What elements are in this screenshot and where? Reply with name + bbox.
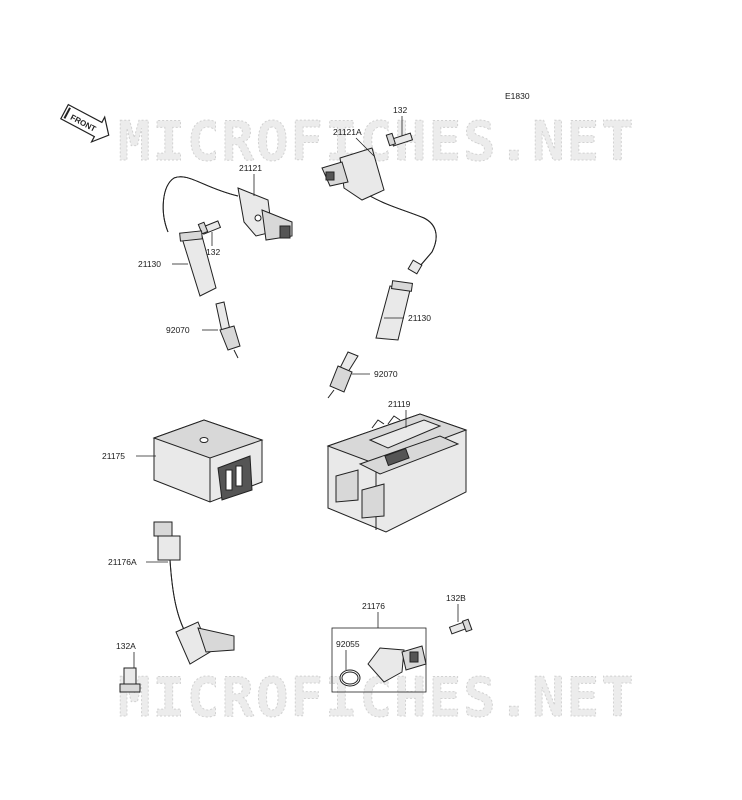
label-21119: 21119 bbox=[388, 399, 411, 409]
leader-21121A bbox=[355, 137, 375, 157]
label-132-left: 132 bbox=[206, 247, 220, 257]
spark-plug-left bbox=[215, 301, 241, 359]
label-132A: 132A bbox=[116, 641, 136, 651]
label-21130-right: 21130 bbox=[408, 313, 431, 323]
module-21175 bbox=[152, 419, 264, 503]
ignition-coil-right bbox=[321, 147, 437, 275]
label-21130-left: 21130 bbox=[138, 259, 161, 269]
bolt-132-left bbox=[197, 220, 222, 235]
bolt-132A bbox=[119, 667, 141, 693]
o-ring-92055 bbox=[339, 669, 361, 687]
ecu-21119 bbox=[326, 413, 468, 533]
label-21121: 21121 bbox=[239, 163, 262, 173]
label-21175: 21175 bbox=[102, 451, 125, 461]
front-arrow-icon: FRONT bbox=[60, 103, 110, 144]
label-132B: 132B bbox=[446, 593, 466, 603]
sensor-21176A bbox=[153, 521, 235, 665]
plug-cap-left bbox=[179, 230, 217, 297]
watermark-bottom: MICROFICHES.NET bbox=[118, 666, 636, 729]
diagram-code: E1830 bbox=[505, 91, 530, 101]
label-92055: 92055 bbox=[336, 639, 360, 649]
bolt-132B bbox=[448, 618, 473, 635]
label-21176: 21176 bbox=[362, 601, 385, 611]
label-92070-right: 92070 bbox=[374, 369, 398, 379]
plug-cap-right bbox=[375, 280, 414, 341]
bolt-132-top bbox=[385, 132, 414, 147]
label-132-top: 132 bbox=[393, 105, 407, 115]
label-92070-left: 92070 bbox=[166, 325, 190, 335]
sensor-21176-box bbox=[331, 627, 427, 693]
label-21176A: 21176A bbox=[108, 557, 137, 567]
sensor-21176 bbox=[339, 645, 427, 687]
spark-plug-right bbox=[327, 351, 359, 399]
watermark-top: MICROFICHES.NET bbox=[118, 110, 636, 173]
ignition-coil-left bbox=[162, 176, 293, 241]
label-21121A: 21121A bbox=[333, 127, 362, 137]
